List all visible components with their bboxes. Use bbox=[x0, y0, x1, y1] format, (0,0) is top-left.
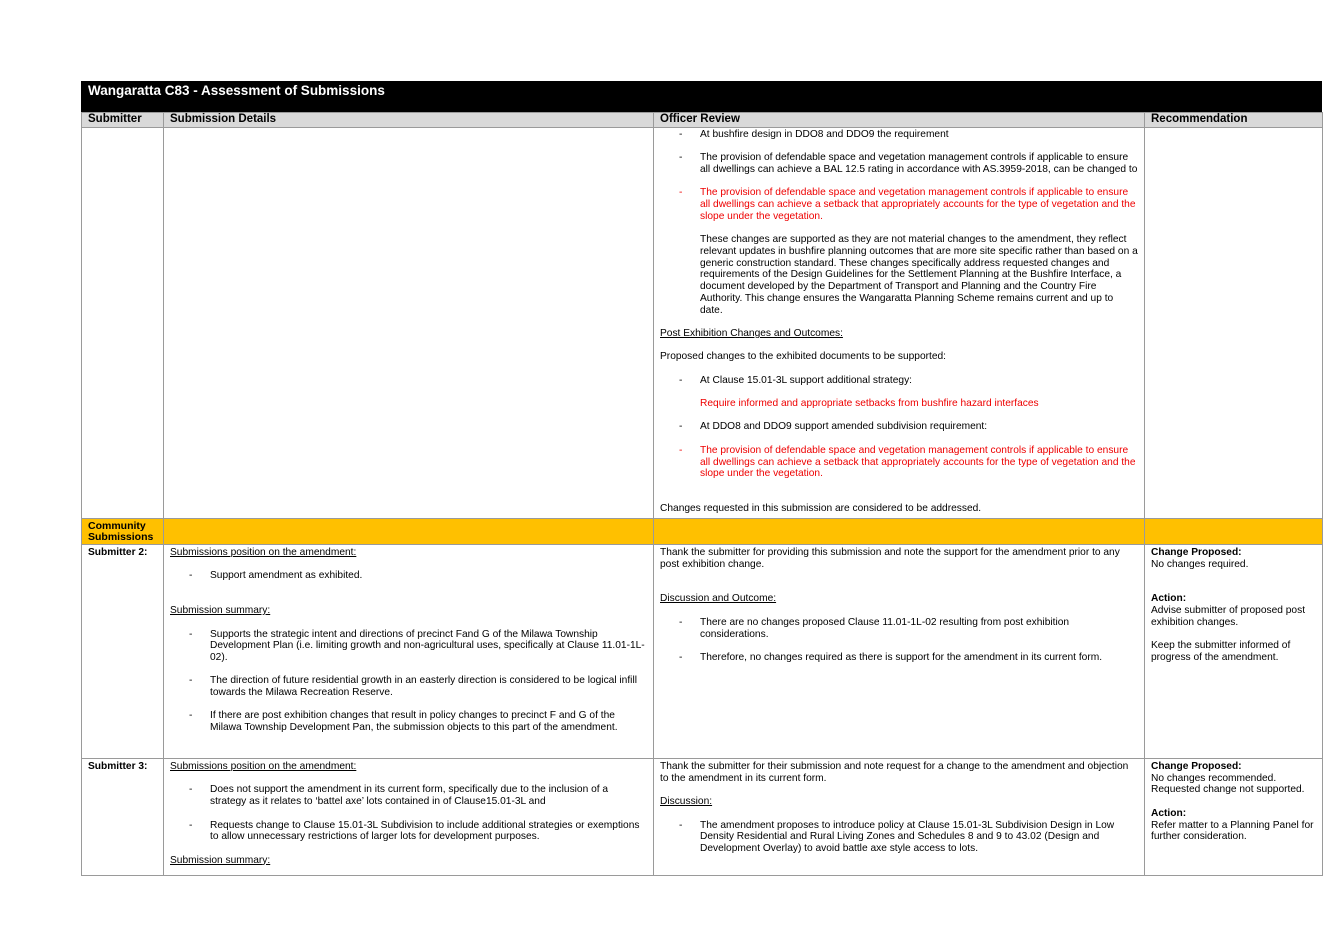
document-title: Wangaratta C83 - Assessment of Submissio… bbox=[81, 81, 1322, 112]
review-heading: Discussion: bbox=[660, 796, 713, 808]
submitter-cell bbox=[81, 127, 164, 519]
review-cell: Thank the submitter for providing this s… bbox=[653, 544, 1145, 760]
position-item: Support amendment as exhibited. bbox=[170, 570, 647, 582]
position-item: Does not support the amendment in its cu… bbox=[170, 784, 647, 807]
review-heading: Discussion and Outcome: bbox=[660, 593, 777, 605]
table-row: Submitter 2: Submissions position on the… bbox=[81, 544, 1323, 760]
review-item: At Clause 15.01-3L support additional st… bbox=[660, 375, 1138, 387]
submissions-table: Submitter Submission Details Officer Rev… bbox=[81, 112, 1323, 877]
summary-item: Supports the strategic intent and direct… bbox=[170, 629, 647, 664]
review-item: Therefore, no changes required as there … bbox=[660, 652, 1138, 664]
header-recommendation: Recommendation bbox=[1144, 112, 1323, 128]
summary-heading: Submission summary: bbox=[170, 605, 271, 617]
review-paragraph: These changes are supported as they are … bbox=[700, 234, 1138, 316]
change-proposed-text: Requested change not supported. bbox=[1151, 784, 1305, 796]
action-text: Keep the submitter informed of progress … bbox=[1151, 640, 1291, 663]
details-cell bbox=[163, 127, 654, 519]
recommendation-cell: Change Proposed: No changes required. Ac… bbox=[1144, 544, 1323, 760]
review-item: There are no changes proposed Clause 11.… bbox=[660, 617, 1138, 640]
change-proposed-heading: Change Proposed: bbox=[1151, 547, 1242, 559]
header-submission-details: Submission Details bbox=[163, 112, 654, 128]
table-row: Submitter 3: Submissions position on the… bbox=[81, 758, 1323, 877]
community-band-cell bbox=[1144, 517, 1323, 546]
review-text: Proposed changes to the exhibited docume… bbox=[660, 351, 947, 363]
summary-item: If there are post exhibition changes tha… bbox=[170, 710, 647, 733]
position-item: Requests change to Clause 15.01-3L Subdi… bbox=[170, 820, 647, 843]
submitter-label: Submitter 3: bbox=[81, 758, 164, 877]
summary-item: The direction of future residential grow… bbox=[170, 675, 647, 698]
review-item: The provision of defendable space and ve… bbox=[660, 152, 1138, 175]
change-proposed-text: No changes recommended. bbox=[1151, 772, 1277, 784]
details-cell: Submissions position on the amendment: S… bbox=[163, 544, 654, 760]
action-text: Advise submitter of proposed post exhibi… bbox=[1151, 605, 1306, 628]
review-closing: Changes requested in this submission are… bbox=[660, 502, 982, 514]
review-intro: Thank the submitter for their submission… bbox=[660, 761, 1129, 784]
action-heading: Action: bbox=[1151, 593, 1187, 605]
summary-heading: Submission summary: bbox=[170, 854, 271, 866]
review-heading: Post Exhibition Changes and Outcomes: bbox=[660, 327, 843, 339]
review-cell: At bushfire design in DDO8 and DDO9 the … bbox=[653, 127, 1145, 519]
table-header-row: Submitter Submission Details Officer Rev… bbox=[81, 112, 1323, 128]
community-band-cell bbox=[653, 517, 1145, 546]
community-band-cell bbox=[163, 517, 654, 546]
review-item: At DDO8 and DDO9 support amended subdivi… bbox=[660, 421, 1138, 433]
review-item: At bushfire design in DDO8 and DDO9 the … bbox=[660, 129, 1138, 141]
action-text: Refer matter to a Planning Panel for fur… bbox=[1151, 819, 1314, 843]
review-item-red: Require informed and appropriate setback… bbox=[700, 398, 1039, 410]
assessment-document: Wangaratta C83 - Assessment of Submissio… bbox=[81, 81, 1323, 877]
review-intro: Thank the submitter for providing this s… bbox=[660, 547, 1120, 570]
community-submissions-label: Community Submissions bbox=[81, 517, 164, 546]
community-submissions-row: Community Submissions bbox=[81, 517, 1323, 546]
review-item-red: The provision of defendable space and ve… bbox=[660, 445, 1138, 480]
position-heading: Submissions position on the amendment: bbox=[170, 547, 357, 559]
recommendation-cell bbox=[1144, 127, 1323, 519]
review-cell: Thank the submitter for their submission… bbox=[653, 758, 1145, 877]
details-cell: Submissions position on the amendment: D… bbox=[163, 758, 654, 877]
review-item-red: The provision of defendable space and ve… bbox=[660, 187, 1138, 222]
header-submitter: Submitter bbox=[81, 112, 164, 128]
recommendation-cell: Change Proposed: No changes recommended.… bbox=[1144, 758, 1323, 877]
change-proposed-heading: Change Proposed: bbox=[1151, 761, 1242, 773]
header-officer-review: Officer Review bbox=[653, 112, 1145, 128]
position-heading: Submissions position on the amendment: bbox=[170, 761, 357, 773]
submitter-label: Submitter 2: bbox=[81, 544, 164, 760]
change-proposed-text: No changes required. bbox=[1151, 558, 1249, 570]
table-row: At bushfire design in DDO8 and DDO9 the … bbox=[81, 127, 1323, 519]
review-item: The amendment proposes to introduce poli… bbox=[660, 820, 1138, 855]
action-heading: Action: bbox=[1151, 807, 1187, 819]
